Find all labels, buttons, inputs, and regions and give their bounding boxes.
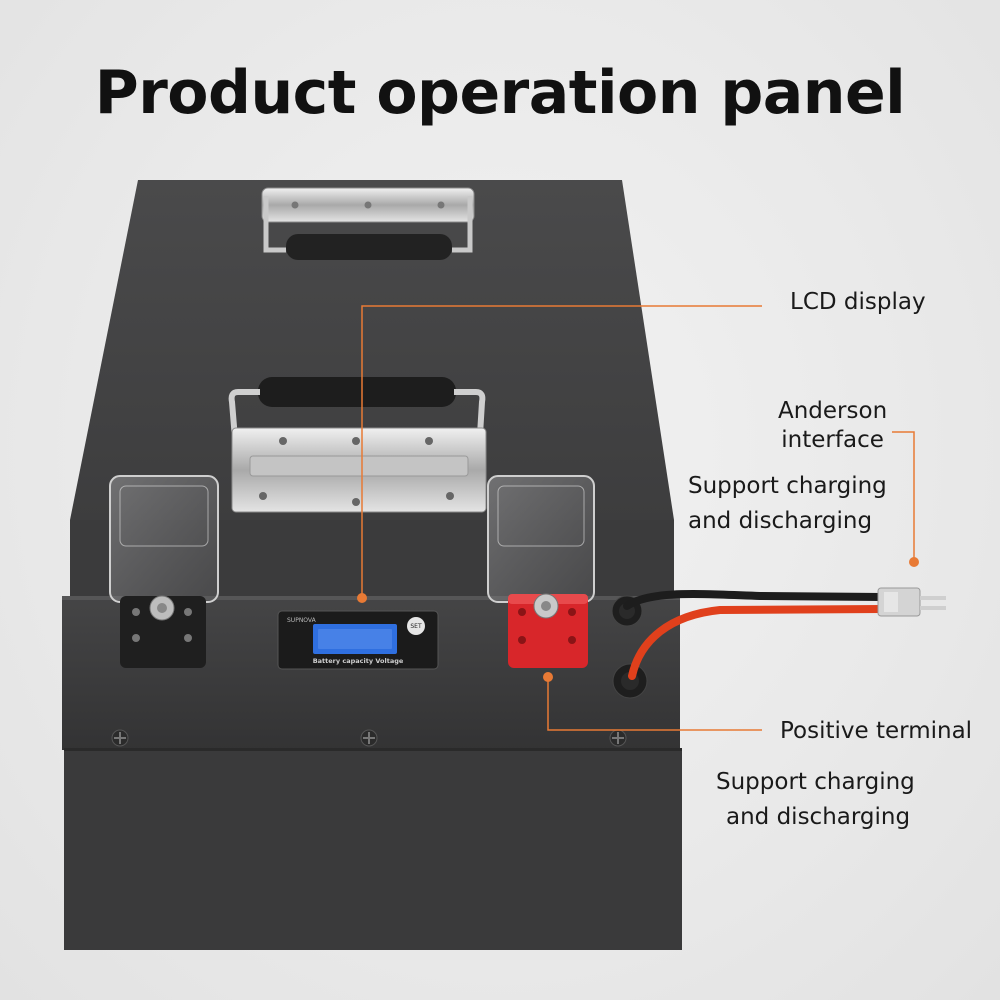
callout-lcd-display: LCD display [790,289,926,315]
black-cable [623,590,886,610]
lcd-caption: Battery capacity Voltage [313,657,404,665]
lcd-set-label: SET [410,623,422,630]
leader-dot-anderson [909,557,919,567]
top-handle [261,187,475,260]
leader-lines [361,305,915,731]
lcd-brand: SUPNOVA [287,617,317,624]
case-screw [360,729,378,747]
callout-positive-desc: Support charging and discharging [716,768,915,832]
callout-positive-terminal: Positive terminal [780,718,973,744]
leader-dot-positive [543,672,553,682]
callout-anderson-sub-line2: and discharging [688,507,873,534]
cable-gland-lower [612,663,648,699]
red-cable [628,605,886,680]
positive-terminal[interactable] [487,475,595,668]
callout-anderson-line2: interface [781,426,884,453]
front-handle [228,377,487,513]
callout-anderson-desc: Support charging and discharging [688,472,887,536]
negative-terminal[interactable] [109,475,219,668]
callout-anderson-title: Anderson interface [778,397,887,455]
callout-positive-sub-line2: and discharging [726,803,911,830]
case-screw [609,729,627,747]
lcd-display: SUPNOVA SET Battery capacity Voltage [277,610,439,670]
callout-anderson-sub-line1: Support charging [688,473,887,499]
anderson-plug[interactable] [877,587,946,617]
callout-anderson-line1: Anderson [778,398,888,424]
case-screw [111,729,129,747]
leader-dot-lcd [357,593,367,603]
lcd-set-button[interactable] [407,617,425,635]
callout-positive-sub-line1: Support charging [716,769,915,795]
page-title: Product operation panel [94,58,906,128]
